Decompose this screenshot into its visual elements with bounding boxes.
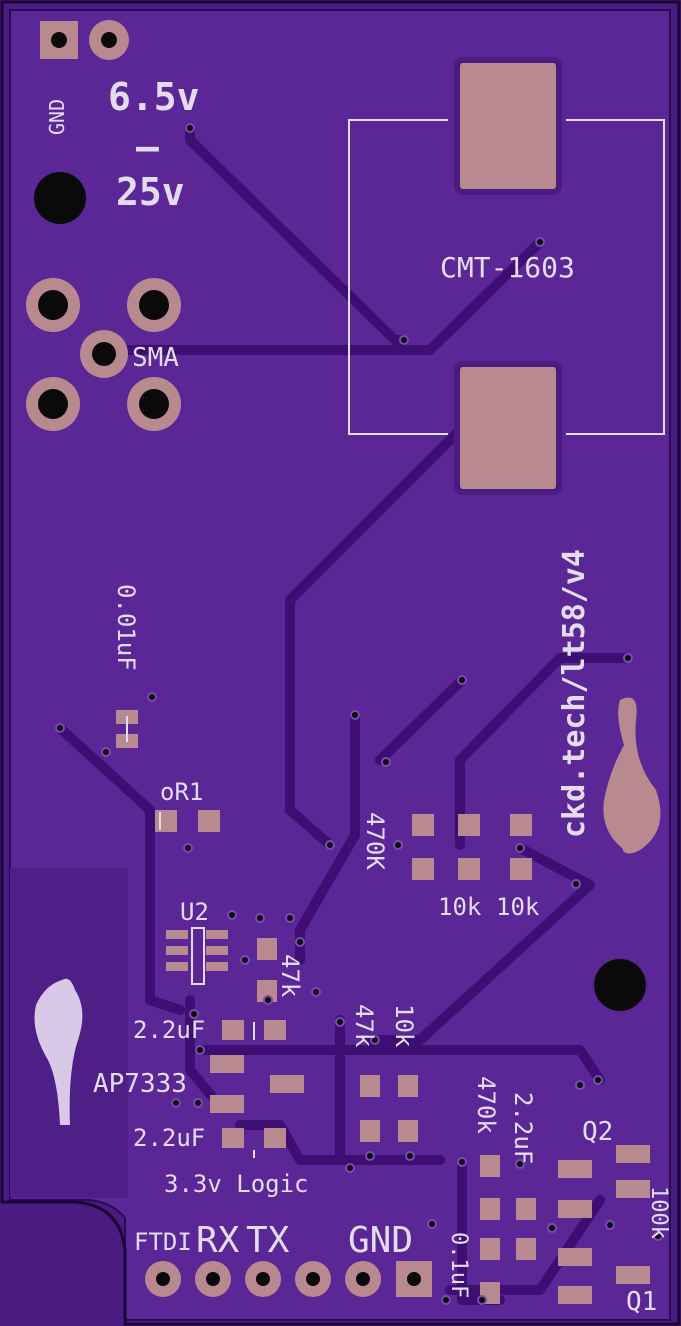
vin-max-label: 25v: [116, 170, 185, 214]
buzzer-label: CMT-1603: [440, 251, 575, 284]
res-10k-a-label: 10k: [438, 893, 482, 921]
tx-label: TX: [246, 1220, 290, 1261]
cap-22-a-label: 2.2uF: [133, 1016, 205, 1044]
sma-label: SMA: [132, 343, 179, 373]
header-hole: [51, 32, 67, 48]
q2-label: Q2: [582, 1117, 613, 1147]
cap-22-b-label: 2.2uF: [133, 1124, 205, 1152]
res-47k-a-label: 47k: [276, 954, 304, 998]
flame-logo-left: [34, 978, 83, 1125]
cap-01-label: 0.1uF: [446, 1232, 471, 1298]
mounting-hole: [594, 959, 646, 1011]
silkscreen-outlines: [126, 716, 255, 1158]
res-470k-b-label: 470k: [472, 1076, 500, 1134]
vin-min-label: 6.5v: [108, 75, 200, 119]
res-10k-b-label: 10k: [496, 893, 540, 921]
flame-logo-right: [603, 697, 661, 854]
mounting-hole: [34, 172, 86, 224]
buzzer-footprint: [348, 57, 665, 495]
ap7333-label: AP7333: [93, 1069, 187, 1099]
rx-label: RX: [196, 1220, 240, 1261]
res-47k-b-label: 47k: [350, 1004, 378, 1048]
cap-001-label: 0.01uF: [112, 584, 140, 671]
cap-22-c-label: 2.2uF: [509, 1092, 537, 1164]
url-label: ckd.tech/lt58/v4: [557, 549, 592, 838]
vin-dash-label: —: [136, 125, 159, 169]
logic-voltage-label: 3.3v Logic: [164, 1170, 309, 1198]
ftdi-label: FTDI: [134, 1228, 192, 1256]
smd-pads: [116, 710, 650, 1304]
header-hole: [101, 32, 117, 48]
res-470k-a-label: 470K: [361, 812, 389, 870]
gnd-top-label: GND: [45, 99, 69, 135]
u2-label: U2: [180, 898, 209, 926]
ftdi-header: [145, 1261, 432, 1297]
vias: [55, 123, 663, 1305]
gnd-bottom-label: GND: [348, 1220, 413, 1261]
or1-label: oR1: [160, 778, 203, 806]
q1-label: Q1: [626, 1287, 657, 1317]
copper-pour: [9, 9, 671, 1321]
res-100k-label: 100k: [646, 1186, 671, 1239]
sma-connector: [26, 278, 181, 431]
res-10k-c-label: 10k: [390, 1004, 418, 1048]
